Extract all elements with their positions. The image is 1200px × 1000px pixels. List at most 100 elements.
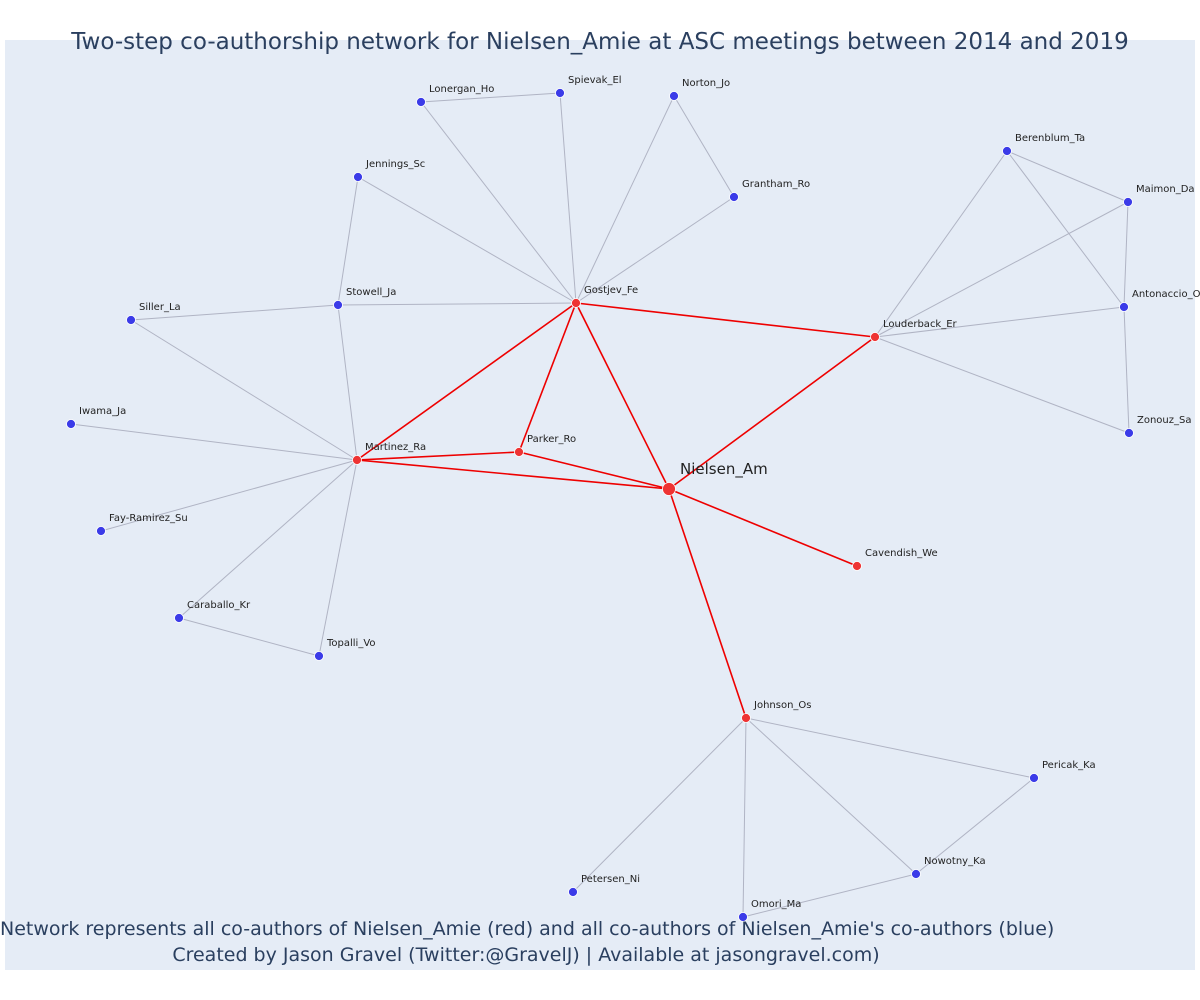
edge-Maimon_Da-Louderback_Er — [874, 201, 1129, 338]
edge-Antonaccio_O-Louderback_Er — [874, 306, 1125, 338]
node-Grantham_Ro[interactable]: Grantham_Ro — [729, 179, 811, 202]
node-label: Jennings_Sc — [365, 159, 425, 170]
node-marker[interactable] — [1002, 146, 1012, 156]
node-Berenblum_Ta[interactable]: Berenblum_Ta — [1002, 133, 1086, 156]
node-Parker_Ro[interactable]: Parker_Ro — [514, 434, 577, 457]
nodes-layer: Nielsen_Am Gostjev_FeLouderback_ErMartine… — [66, 75, 1200, 922]
node-label: Norton_Jo — [682, 78, 730, 89]
node-Stowell_Ja[interactable]: Stowell_Ja — [333, 287, 397, 310]
node-marker[interactable] — [1029, 773, 1039, 783]
node-marker[interactable] — [314, 651, 324, 661]
node-marker[interactable] — [911, 869, 921, 879]
node-label: Nielsen_Am — [680, 460, 768, 479]
node-Nielsen_Am[interactable]: Nielsen_Am — [662, 460, 768, 496]
edges-layer — [70, 92, 1130, 918]
node-Siller_La[interactable]: Siller_La — [126, 302, 181, 325]
node-marker[interactable] — [1123, 197, 1133, 207]
node-marker[interactable] — [66, 419, 76, 429]
node-marker[interactable] — [353, 172, 363, 182]
edge-Stowell_Ja-Siller_La — [130, 304, 339, 321]
node-marker[interactable] — [96, 526, 106, 536]
node-label: Maimon_Da — [1136, 184, 1195, 195]
node-marker[interactable] — [571, 298, 581, 308]
node-marker[interactable] — [662, 482, 676, 496]
edge-Norton_Jo-Gostjev_Fe — [575, 95, 675, 304]
edge-Zonouz_Sa-Louderback_Er — [874, 336, 1130, 434]
node-marker[interactable] — [514, 447, 524, 457]
node-marker[interactable] — [1124, 428, 1134, 438]
node-label: Berenblum_Ta — [1015, 133, 1085, 144]
node-marker[interactable] — [126, 315, 136, 325]
node-label: Stowell_Ja — [346, 287, 396, 298]
chart-title: Two-step co-authorship network for Niels… — [71, 29, 1129, 55]
node-marker[interactable] — [738, 912, 748, 922]
node-Zonouz_Sa[interactable]: Zonouz_Sa — [1124, 415, 1192, 438]
node-label: Caraballo_Kr — [187, 600, 251, 611]
edge-Norton_Jo-Grantham_Ro — [673, 95, 735, 198]
edge-Nielsen_Am-Johnson_Os — [668, 488, 747, 719]
node-Jennings_Sc[interactable]: Jennings_Sc — [353, 159, 426, 182]
node-marker[interactable] — [741, 713, 751, 723]
node-marker[interactable] — [555, 88, 565, 98]
node-Petersen_Ni[interactable]: Petersen_Ni — [568, 874, 640, 897]
node-Martinez_Ra[interactable]: Martinez_Ra — [352, 442, 427, 465]
node-Caraballo_Kr[interactable]: Caraballo_Kr — [174, 600, 252, 623]
node-Fay-Ramirez_Su[interactable]: Fay-Ramirez_Su — [96, 513, 188, 536]
edge-Caraballo_Kr-Topalli_Vo — [178, 617, 320, 657]
node-Iwama_Ja[interactable]: Iwama_Ja — [66, 406, 127, 429]
node-label: Spievak_El — [568, 75, 622, 86]
edge-Lonergan_Ho-Spievak_El — [420, 92, 561, 103]
node-label: Grantham_Ro — [742, 179, 810, 190]
node-Lonergan_Ho[interactable]: Lonergan_Ho — [416, 84, 495, 107]
node-marker[interactable] — [568, 887, 578, 897]
node-marker[interactable] — [416, 97, 426, 107]
node-Johnson_Os[interactable]: Johnson_Os — [741, 700, 812, 723]
node-label: Nowotny_Ka — [924, 856, 986, 867]
edge-Antonaccio_O-Zonouz_Sa — [1123, 306, 1130, 434]
edge-Lonergan_Ho-Gostjev_Fe — [420, 101, 577, 304]
node-marker[interactable] — [852, 561, 862, 571]
edge-Grantham_Ro-Gostjev_Fe — [575, 196, 735, 304]
edge-Nielsen_Am-Parker_Ro — [518, 451, 670, 490]
node-label: Omori_Ma — [751, 899, 801, 910]
node-Spievak_El[interactable]: Spievak_El — [555, 75, 622, 98]
edge-Caraballo_Kr-Martinez_Ra — [178, 459, 358, 619]
node-Antonaccio_O[interactable]: Antonaccio_O — [1119, 289, 1200, 312]
node-Cavendish_We[interactable]: Cavendish_We — [852, 548, 938, 571]
node-Topalli_Vo[interactable]: Topalli_Vo — [314, 638, 376, 661]
edge-Pericak_Ka-Nowotny_Ka — [915, 777, 1035, 875]
node-Nowotny_Ka[interactable]: Nowotny_Ka — [911, 856, 986, 879]
node-Pericak_Ka[interactable]: Pericak_Ka — [1029, 760, 1096, 783]
edge-Stowell_Ja-Martinez_Ra — [337, 304, 358, 461]
node-label: Topalli_Vo — [326, 638, 376, 649]
node-label: Siller_La — [139, 302, 181, 313]
node-label: Gostjev_Fe — [584, 285, 638, 296]
edge-Iwama_Ja-Martinez_Ra — [70, 423, 358, 461]
edge-Nielsen_Am-Louderback_Er — [668, 336, 876, 490]
node-label: Fay-Ramirez_Su — [109, 513, 188, 524]
node-marker[interactable] — [352, 455, 362, 465]
node-marker[interactable] — [174, 613, 184, 623]
edge-Gostjev_Fe-Louderback_Er — [575, 302, 876, 338]
edge-Nielsen_Am-Cavendish_We — [668, 488, 858, 567]
edge-Martinez_Ra-Parker_Ro — [356, 451, 520, 461]
node-label: Petersen_Ni — [581, 874, 640, 885]
edge-Johnson_Os-Pericak_Ka — [745, 717, 1035, 779]
edge-Gostjev_Fe-Parker_Ro — [518, 302, 577, 453]
node-marker[interactable] — [729, 192, 739, 202]
node-Louderback_Er[interactable]: Louderback_Er — [870, 319, 958, 342]
node-marker[interactable] — [333, 300, 343, 310]
edge-Jennings_Sc-Stowell_Ja — [337, 176, 359, 306]
node-Omori_Ma[interactable]: Omori_Ma — [738, 899, 802, 922]
edge-Topalli_Vo-Martinez_Ra — [318, 459, 358, 657]
node-marker[interactable] — [669, 91, 679, 101]
node-Norton_Jo[interactable]: Norton_Jo — [669, 78, 731, 101]
node-marker[interactable] — [1119, 302, 1129, 312]
node-Maimon_Da[interactable]: Maimon_Da — [1123, 184, 1195, 207]
node-marker[interactable] — [870, 332, 880, 342]
node-label: Lonergan_Ho — [429, 84, 494, 95]
node-Gostjev_Fe[interactable]: Gostjev_Fe — [571, 285, 639, 308]
node-label: Johnson_Os — [753, 700, 812, 711]
edge-Jennings_Sc-Gostjev_Fe — [357, 176, 577, 304]
edge-Berenblum_Ta-Maimon_Da — [1006, 150, 1129, 203]
